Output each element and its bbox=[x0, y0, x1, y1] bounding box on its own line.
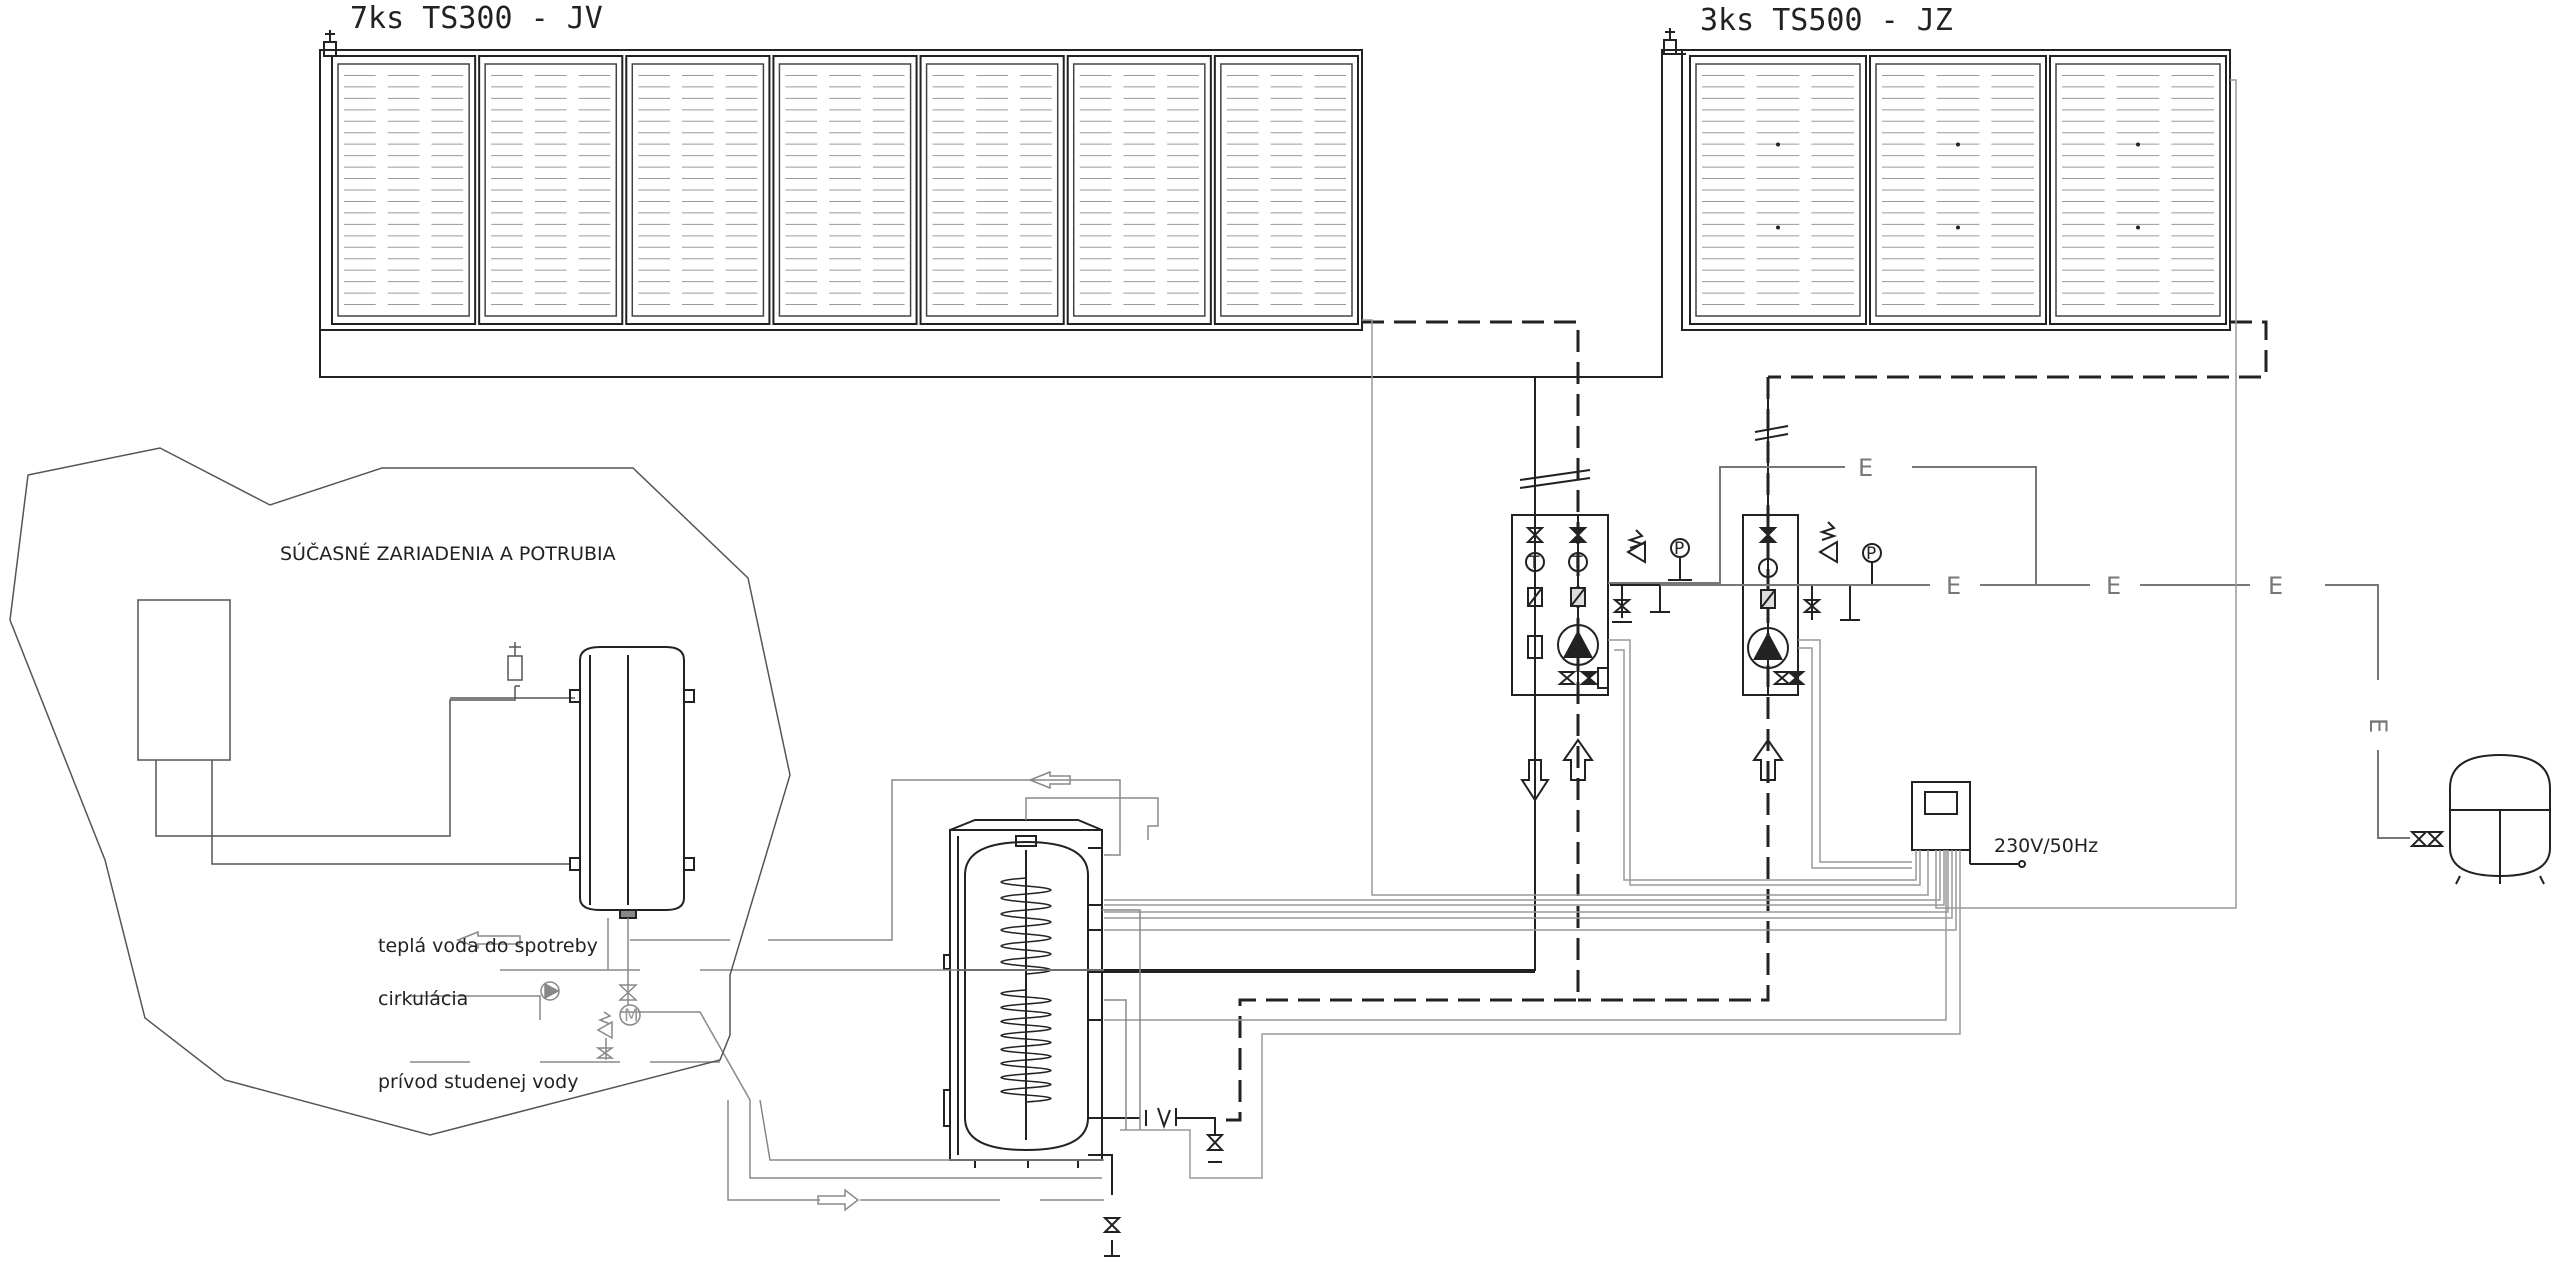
domestic-water-piping bbox=[410, 779, 1159, 1201]
existing-area-label: SÚČASNÉ ZARIADENIA A POTRUBIA bbox=[280, 541, 616, 565]
tank-solar-piping bbox=[1102, 971, 1535, 1257]
existing-boiler bbox=[137, 599, 570, 865]
collector-panels-east bbox=[1689, 55, 2227, 325]
circulation-pump-icon bbox=[540, 981, 560, 1001]
pump-icon bbox=[1557, 624, 1599, 666]
heat-exchanger-coil-upper bbox=[1000, 877, 1052, 975]
thermometer-label: T bbox=[1528, 553, 1540, 573]
array-label-west: 7ks TS300 - JV bbox=[350, 1, 603, 36]
pressure-gauge-label: P bbox=[1674, 539, 1684, 559]
pipe-marker-e: E bbox=[2364, 718, 2392, 733]
thermometer-label: T bbox=[1571, 553, 1583, 573]
solar-collector-panel bbox=[772, 55, 918, 325]
pipe-break-marks bbox=[1519, 425, 1789, 489]
safety-valve-icon bbox=[1798, 521, 1900, 621]
sensor-cables bbox=[1104, 79, 2237, 1179]
pipe-marker-e: E bbox=[1858, 454, 1873, 482]
expansion-piping bbox=[1608, 466, 2410, 839]
solar-collector-panel bbox=[1869, 55, 2047, 325]
existing-tank-outlet bbox=[607, 918, 629, 1005]
mixing-valve-icon bbox=[618, 984, 641, 1026]
solar-supply-piping bbox=[319, 49, 1769, 971]
flow-arrow-icon bbox=[455, 770, 1071, 1212]
air-vent-icon bbox=[450, 642, 575, 699]
solar-controller bbox=[1911, 781, 2026, 868]
existing-storage-tank bbox=[569, 646, 695, 919]
collector-array-east: 3ks TS500 - JZ bbox=[1681, 3, 2231, 331]
collector-panels-west bbox=[331, 55, 1360, 325]
solar-collector-panel bbox=[2049, 55, 2227, 325]
expansion-vessel-icon bbox=[2409, 753, 2551, 885]
solar-collector-panel bbox=[625, 55, 771, 325]
array-frame-west bbox=[319, 49, 1363, 331]
pump-station-east bbox=[1742, 514, 1806, 781]
flow-arrow-icon bbox=[1520, 738, 1594, 802]
safety-valve-icon bbox=[1610, 529, 1670, 623]
solar-collector-panel bbox=[1066, 55, 1212, 325]
heat-exchanger-coil-lower bbox=[1000, 989, 1052, 1103]
coil-winding bbox=[1000, 877, 1052, 975]
air-vent-icon bbox=[323, 30, 346, 57]
hot-water-label: teplá voda do spotreby bbox=[378, 935, 598, 957]
collector-array-west: 7ks TS300 - JV bbox=[319, 1, 1363, 331]
solar-collector-panel bbox=[1213, 55, 1360, 325]
solar-collector-panel bbox=[1689, 55, 1867, 325]
cold-water-label: prívod studenej vody bbox=[378, 1071, 578, 1093]
tank-ports bbox=[974, 847, 1102, 1168]
drain-valve-icon bbox=[1557, 667, 1609, 689]
power-supply-label: 230V/50Hz bbox=[1994, 835, 2098, 857]
array-label-east: 3ks TS500 - JZ bbox=[1700, 3, 1953, 38]
solar-collector-panel bbox=[331, 55, 477, 325]
coil-winding bbox=[1000, 989, 1052, 1103]
pressure-gauge-label: P bbox=[1866, 544, 1876, 564]
pipe-marker-e: E bbox=[2106, 572, 2121, 600]
array-frame-east bbox=[1681, 49, 2231, 331]
pressure-gauge-icon bbox=[1668, 538, 1692, 581]
safety-group-icon bbox=[595, 1011, 615, 1060]
existing-equipment-boundary bbox=[9, 447, 791, 1136]
solar-collector-panel bbox=[919, 55, 1065, 325]
circulation-label: cirkulácia bbox=[378, 988, 468, 1010]
pump-icon bbox=[1747, 627, 1789, 669]
pump-station-main bbox=[1511, 514, 1609, 696]
pipe-marker-e: E bbox=[2268, 572, 2283, 600]
air-vent-icon bbox=[1663, 28, 1686, 55]
motor-valve-label: M bbox=[624, 1006, 639, 1026]
pipe-marker-e: E bbox=[1946, 572, 1961, 600]
solar-collector-panel bbox=[478, 55, 624, 325]
